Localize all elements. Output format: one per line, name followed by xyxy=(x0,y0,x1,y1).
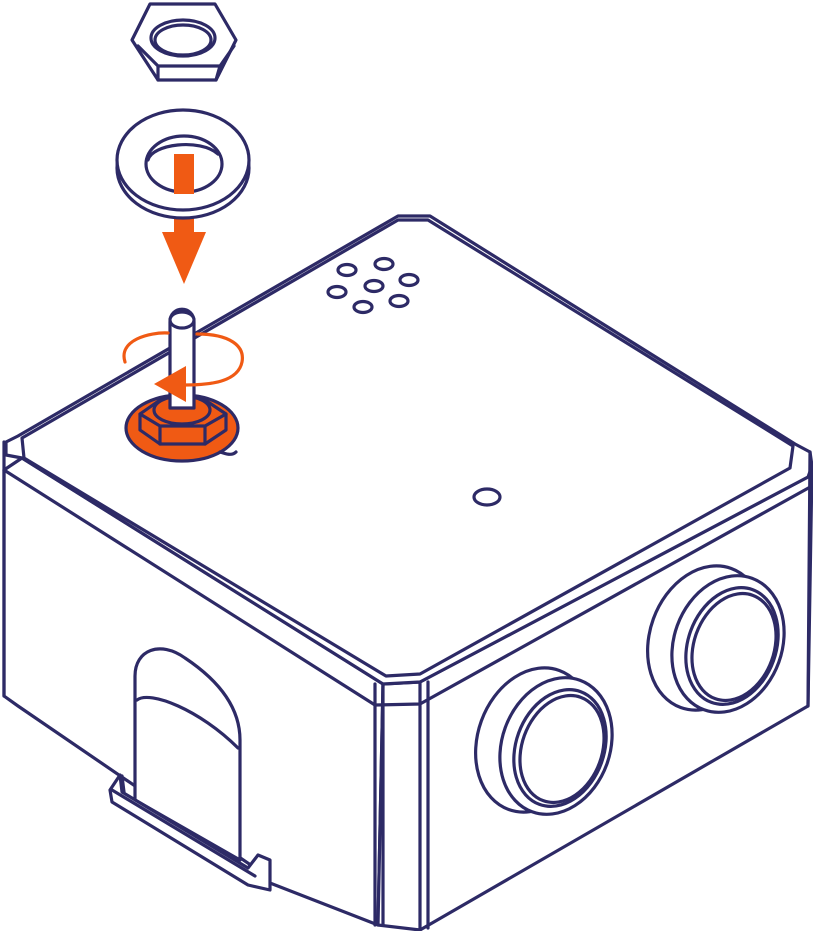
lid-inset xyxy=(20,218,795,678)
vent-hole xyxy=(336,262,358,278)
vent-holes xyxy=(326,256,420,315)
vent-hole xyxy=(373,256,395,272)
lid-marker-hole xyxy=(472,487,502,507)
mounting-tab xyxy=(108,647,272,892)
cable-gland-left xyxy=(474,666,614,816)
front-corner-edge xyxy=(373,680,430,931)
vent-hole xyxy=(326,284,348,300)
right-corner-edge xyxy=(806,450,812,708)
cable-gland-right xyxy=(646,564,786,714)
vent-hole xyxy=(398,272,420,288)
vent-hole xyxy=(352,299,374,315)
hex-nut xyxy=(130,2,238,82)
lid-rim xyxy=(2,468,813,707)
vent-hole xyxy=(388,293,410,309)
rotation-arrow xyxy=(122,331,244,402)
vent-hole xyxy=(363,278,385,294)
flat-washer xyxy=(115,108,251,220)
